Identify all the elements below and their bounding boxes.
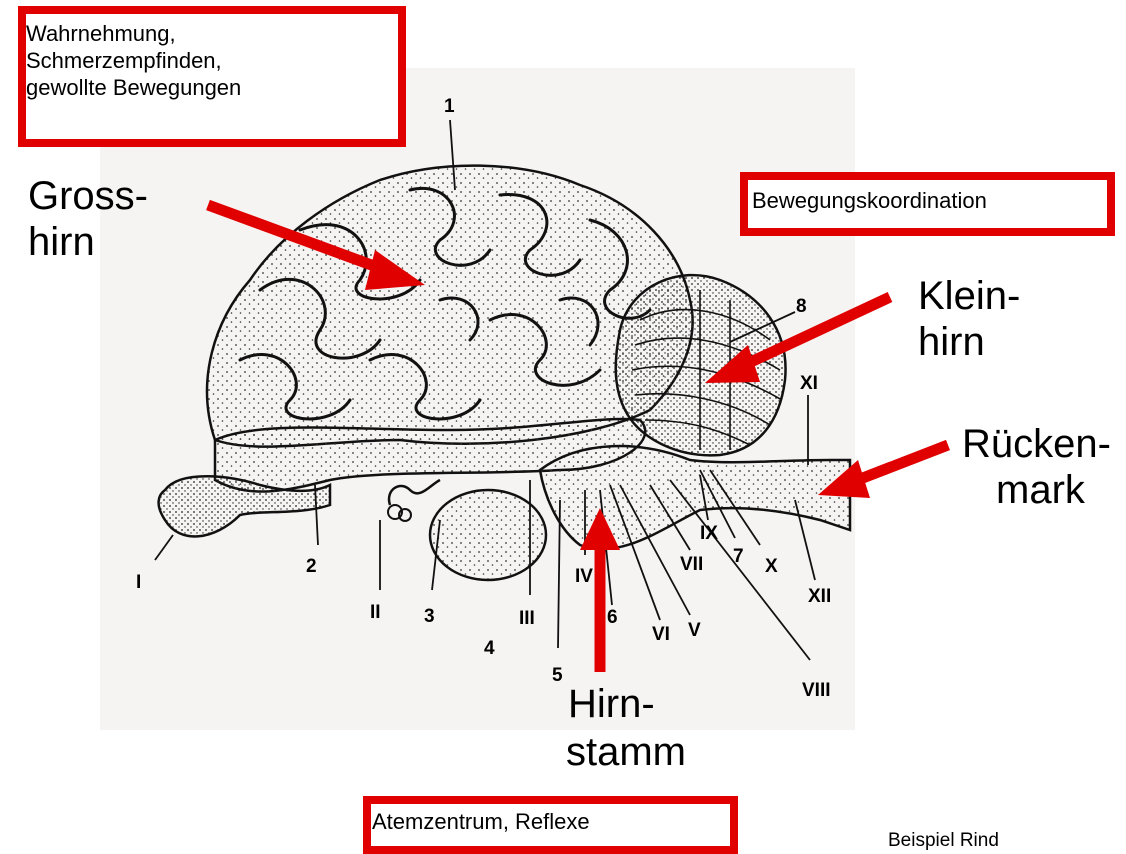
label-VIII: VIII	[802, 680, 831, 702]
region-label-grosshirn-2: hirn	[28, 218, 95, 266]
label-6: 6	[607, 607, 618, 629]
function-text-cerebellum: Bewegungskoordination	[752, 187, 987, 214]
label-VII: VII	[680, 554, 703, 576]
region-label-grosshirn-1: Gross-	[28, 172, 148, 220]
region-label-kleinhirn-1: Klein-	[918, 272, 1020, 320]
label-5: 5	[552, 665, 563, 687]
label-X: X	[765, 556, 778, 578]
label-V: V	[688, 620, 701, 642]
label-II: II	[370, 602, 381, 624]
function-text-brainstem: Atemzentrum, Reflexe	[372, 808, 590, 835]
region-label-hirnstamm-2: stamm	[566, 728, 686, 776]
label-IX: IX	[700, 523, 718, 545]
label-III: III	[519, 608, 535, 630]
function-text-cerebrum: Wahrnehmung, Schmerzempfinden, gewollte …	[26, 20, 396, 101]
cerebrum-outline	[207, 166, 693, 447]
label-I: I	[136, 572, 141, 594]
caption: Beispiel Rind	[888, 830, 999, 852]
label-VI: VI	[652, 624, 670, 646]
label-4: 4	[484, 638, 495, 660]
region-label-rueckenmark-1: Rücken-	[962, 420, 1111, 468]
label-XII: XII	[808, 586, 831, 608]
region-label-rueckenmark-2: mark	[996, 466, 1085, 514]
label-8: 8	[796, 296, 807, 318]
label-2: 2	[306, 556, 317, 578]
region-label-kleinhirn-2: hirn	[918, 318, 985, 366]
label-1: 1	[444, 96, 455, 118]
pituitary	[430, 490, 546, 580]
label-XI: XI	[800, 373, 818, 395]
region-label-hirnstamm-1: Hirn-	[568, 680, 655, 728]
label-IV: IV	[575, 566, 593, 588]
label-3: 3	[424, 606, 435, 628]
label-7: 7	[733, 546, 744, 568]
